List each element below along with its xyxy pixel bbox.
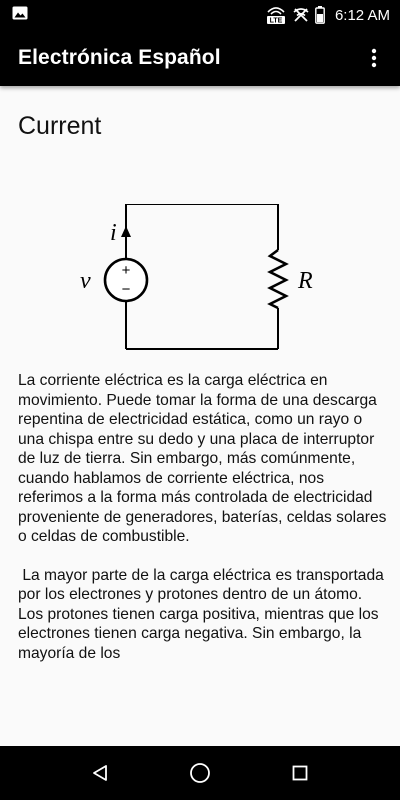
app-bar: Electrónica Español	[0, 30, 400, 86]
paragraph: La mayor parte de la carga eléctrica es …	[18, 566, 389, 662]
wifi-off-icon	[293, 7, 309, 23]
more-vert-icon[interactable]	[364, 43, 384, 73]
volte-icon: LTE	[265, 5, 287, 25]
image-notification-icon	[12, 6, 28, 25]
voltage-label: v	[80, 268, 91, 294]
article-content[interactable]: Current i + − v R La corriente eléctrica…	[0, 86, 400, 674]
status-bar: LTE 6:12 AM	[0, 0, 400, 30]
navigation-bar	[0, 746, 400, 800]
page-title: Current	[18, 112, 102, 140]
paragraph: La corriente eléctrica es la carga eléct…	[18, 372, 387, 545]
article-body: La corriente eléctrica es la carga eléct…	[18, 371, 388, 674]
source-plus: +	[122, 262, 131, 279]
voltage-source-icon	[103, 257, 149, 303]
status-time: 6:12 AM	[334, 6, 390, 24]
recents-icon[interactable]	[280, 753, 320, 793]
app-title: Electrónica Español	[18, 46, 221, 69]
blank-area	[0, 674, 400, 746]
source-minus: −	[122, 281, 131, 298]
resistor-label: R	[297, 268, 313, 294]
lte-badge: LTE	[270, 18, 283, 25]
current-label: i	[110, 220, 117, 246]
resistor-icon	[267, 248, 289, 310]
circuit-diagram: i + − v R	[80, 204, 313, 350]
battery-icon	[315, 6, 325, 24]
current-arrow-icon	[121, 226, 131, 237]
home-icon[interactable]	[180, 753, 220, 793]
back-icon[interactable]	[80, 753, 120, 793]
